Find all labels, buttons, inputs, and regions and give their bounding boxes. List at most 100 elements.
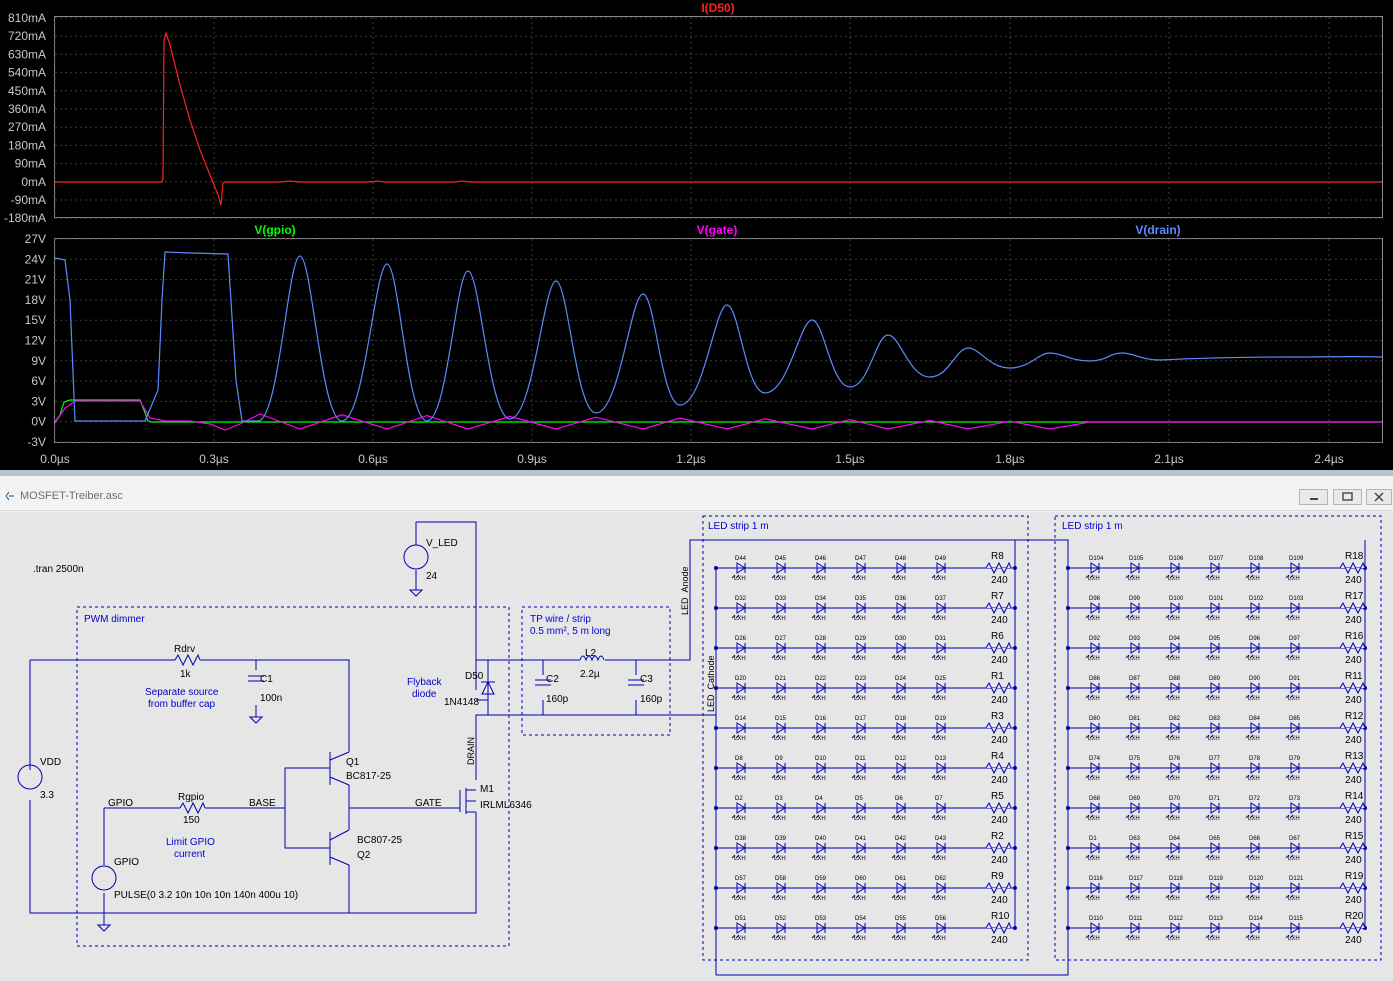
window-titlebar[interactable]: MOSFET-Treiber.asc <box>0 476 1393 511</box>
tp-wire-label[interactable]: TP wire / strip <box>530 614 591 625</box>
led-row-resistor[interactable] <box>1339 681 1366 695</box>
led-diode-name[interactable]: D102 <box>1249 596 1264 602</box>
led-diode-name[interactable]: D118 <box>1169 876 1184 882</box>
led-diode-name[interactable]: D44 <box>735 556 747 562</box>
led-diode-symbol[interactable] <box>1290 802 1300 814</box>
led-diode-symbol[interactable] <box>1210 722 1220 734</box>
led-diode-name[interactable]: D51 <box>735 916 747 922</box>
rgpio-note-line2[interactable]: current <box>174 849 205 860</box>
led-row-resistor-value[interactable]: 240 <box>991 855 1008 866</box>
led-diode-symbol[interactable] <box>816 762 826 774</box>
led-row-resistor[interactable] <box>985 561 1012 575</box>
led-diode-name[interactable]: D97 <box>1289 636 1301 642</box>
c1-name[interactable]: C1 <box>260 674 273 685</box>
rgpio-value[interactable]: 150 <box>183 815 200 826</box>
led-diode-symbol[interactable] <box>1290 642 1300 654</box>
led-diode-name[interactable]: D105 <box>1129 556 1144 562</box>
led-diode-symbol[interactable] <box>936 842 946 854</box>
led-diode-symbol[interactable] <box>1130 882 1140 894</box>
led-diode-name[interactable]: D45 <box>775 556 787 562</box>
led-diode-symbol[interactable] <box>1250 762 1260 774</box>
led-diode-name[interactable]: D114 <box>1249 916 1264 922</box>
led-row-resistor-value[interactable]: 240 <box>1345 655 1362 666</box>
led-diode-symbol[interactable] <box>776 682 786 694</box>
led-diode-symbol[interactable] <box>1250 682 1260 694</box>
l2-name[interactable]: L2 <box>585 648 597 659</box>
led-diode-name[interactable]: D80 <box>1089 716 1101 722</box>
led-diode-symbol[interactable] <box>1090 642 1100 654</box>
led-diode-name[interactable]: D58 <box>775 876 787 882</box>
d50-value[interactable]: 1N4148 <box>444 697 479 708</box>
led-diode-name[interactable]: D104 <box>1089 556 1104 562</box>
led-diode-symbol[interactable] <box>816 722 826 734</box>
q2-name[interactable]: Q2 <box>357 850 371 861</box>
led-row-resistor-value[interactable]: 240 <box>1345 815 1362 826</box>
led-diode-symbol[interactable] <box>776 762 786 774</box>
led-strip-2-box[interactable] <box>1054 515 1382 961</box>
led-diode-symbol[interactable] <box>896 762 906 774</box>
gpio-net-label[interactable]: GPIO <box>108 798 133 809</box>
led-diode-symbol[interactable] <box>736 842 746 854</box>
led-diode-name[interactable]: D78 <box>1249 756 1261 762</box>
gpio-source-value[interactable]: PULSE(0 3.2 10n 10n 10n 140n 400u 10) <box>114 890 298 901</box>
led-strip-1-array[interactable]: D44LXHD45LXHD46LXHD47LXHD48LXHD49LXHR824… <box>714 540 1017 975</box>
led-diode-symbol[interactable] <box>816 882 826 894</box>
led-diode-symbol[interactable] <box>816 842 826 854</box>
led-diode-symbol[interactable] <box>1290 682 1300 694</box>
minimize-button[interactable] <box>1299 489 1328 505</box>
flyback-note-line1[interactable]: Flyback <box>407 677 442 688</box>
led-diode-name[interactable]: D53 <box>815 916 827 922</box>
led-diode-name[interactable]: D2 <box>735 796 743 802</box>
led-row-resistor[interactable] <box>985 881 1012 895</box>
led-diode-name[interactable]: D40 <box>815 836 827 842</box>
led-diode-symbol[interactable] <box>936 922 946 934</box>
rgpio-note-line1[interactable]: Limit GPIO <box>166 837 215 848</box>
led-row-resistor-value[interactable]: 240 <box>991 895 1008 906</box>
led-row-resistor-value[interactable]: 240 <box>991 695 1008 706</box>
led-diode-name[interactable]: D32 <box>735 596 747 602</box>
led-diode-symbol[interactable] <box>936 642 946 654</box>
q1-symbol[interactable] <box>320 751 350 786</box>
led-diode-name[interactable]: D91 <box>1289 676 1301 682</box>
led-diode-symbol[interactable] <box>1170 642 1180 654</box>
led-row-resistor-name[interactable]: R4 <box>991 751 1004 762</box>
led-diode-name[interactable]: D12 <box>895 756 907 762</box>
led-diode-name[interactable]: D98 <box>1089 596 1101 602</box>
led-diode-name[interactable]: D95 <box>1209 636 1221 642</box>
led-diode-name[interactable]: D66 <box>1249 836 1261 842</box>
led-row-resistor-name[interactable]: R7 <box>991 591 1004 602</box>
q2-value[interactable]: BC807-25 <box>357 835 402 846</box>
led-row-resistor-name[interactable]: R17 <box>1345 591 1364 602</box>
led-diode-symbol[interactable] <box>1130 842 1140 854</box>
led-diode-symbol[interactable] <box>736 922 746 934</box>
led-diode-symbol[interactable] <box>1210 882 1220 894</box>
led-diode-name[interactable]: D69 <box>1129 796 1141 802</box>
led-diode-symbol[interactable] <box>1170 682 1180 694</box>
led-diode-name[interactable]: D59 <box>815 876 827 882</box>
led-diode-name[interactable]: D110 <box>1089 916 1104 922</box>
trace-label-v-gpio[interactable]: V(gpio) <box>254 223 295 237</box>
led-diode-name[interactable]: D57 <box>735 876 747 882</box>
l2-symbol[interactable] <box>579 655 605 662</box>
led-strip-2-label[interactable]: LED strip 1 m <box>1062 521 1123 532</box>
led-diode-name[interactable]: D117 <box>1129 876 1144 882</box>
led-row-resistor-name[interactable]: R20 <box>1345 911 1364 922</box>
led-diode-symbol[interactable] <box>1210 642 1220 654</box>
led-row-resistor-name[interactable]: R5 <box>991 791 1004 802</box>
led-diode-symbol[interactable] <box>816 922 826 934</box>
led-diode-name[interactable]: D84 <box>1249 716 1261 722</box>
led-diode-symbol[interactable] <box>1090 602 1100 614</box>
led-diode-symbol[interactable] <box>1250 642 1260 654</box>
gate-net-label[interactable]: GATE <box>415 798 442 809</box>
led-diode-symbol[interactable] <box>896 842 906 854</box>
led-row-resistor[interactable] <box>985 641 1012 655</box>
led-diode-name[interactable]: D108 <box>1249 556 1264 562</box>
led-row-resistor-value[interactable]: 240 <box>1345 615 1362 626</box>
led-diode-name[interactable]: D88 <box>1169 676 1181 682</box>
led-diode-symbol[interactable] <box>1090 922 1100 934</box>
led-row-resistor-value[interactable]: 240 <box>991 575 1008 586</box>
led-diode-name[interactable]: D115 <box>1289 916 1304 922</box>
led-diode-symbol[interactable] <box>1250 922 1260 934</box>
led-diode-name[interactable]: D20 <box>735 676 747 682</box>
led-cathode-net-label[interactable]: LED_Cathode <box>706 655 716 712</box>
